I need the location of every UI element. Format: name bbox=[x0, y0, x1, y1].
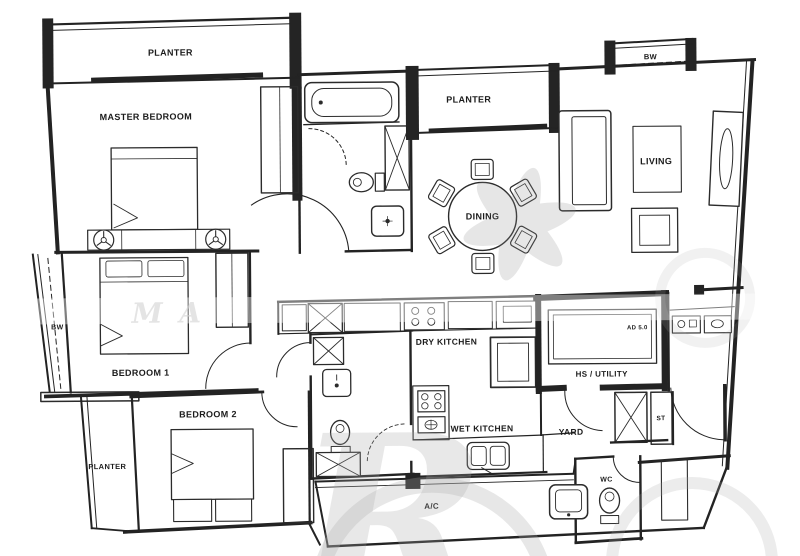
fridge bbox=[489, 336, 537, 389]
room-label-wc: WC bbox=[600, 477, 612, 484]
room-master-bedroom: MASTER BEDROOM bbox=[45, 84, 303, 255]
room-label-living: LIVING bbox=[640, 156, 672, 166]
utility-cabinet bbox=[547, 308, 658, 365]
kitchen-sink-icon bbox=[307, 302, 344, 334]
room-label-store: ST bbox=[656, 415, 665, 422]
bed-bedroom-1 bbox=[99, 256, 190, 355]
bed-bedroom-2 bbox=[170, 428, 255, 523]
shaft-icon bbox=[614, 391, 648, 444]
louvre-strip bbox=[660, 459, 689, 521]
room-label-planter-bottom-left: PLANTER bbox=[88, 462, 126, 471]
dining-chair bbox=[509, 178, 537, 207]
room-label-master-bedroom: MASTER BEDROOM bbox=[100, 111, 192, 122]
shower-tray-icon bbox=[315, 451, 362, 478]
watermark-swirl bbox=[655, 247, 756, 348]
watermark-logo bbox=[463, 167, 576, 281]
toilet-icon bbox=[598, 487, 621, 525]
single-burner-icon bbox=[417, 416, 446, 434]
room-master-bath bbox=[250, 69, 417, 254]
shower-icon bbox=[312, 336, 345, 366]
watermark-letter-m: M bbox=[131, 297, 164, 330]
bedroom2-door-arc bbox=[261, 391, 298, 428]
wardrobe-bedroom-1 bbox=[215, 252, 250, 328]
hob-icon bbox=[417, 390, 446, 413]
room-bathroom-2 bbox=[276, 329, 415, 480]
room-wet-kitchen: WET KITCHEN bbox=[412, 385, 548, 479]
room-yard: ST YARD bbox=[539, 390, 673, 445]
bay-window-top: BW bbox=[556, 37, 757, 75]
wc-door-arc bbox=[612, 456, 640, 483]
bedside-lamp-icon bbox=[205, 228, 227, 250]
foyer-divider-wall bbox=[694, 284, 744, 295]
sofa bbox=[558, 109, 613, 212]
room-label-dining: DINING bbox=[466, 211, 500, 221]
toilet-icon bbox=[348, 172, 385, 193]
dining-chair bbox=[428, 226, 456, 255]
shower-door-arc bbox=[308, 128, 347, 166]
dining-set: DINING bbox=[427, 158, 538, 275]
rug bbox=[632, 125, 682, 193]
bed-master bbox=[87, 146, 231, 251]
room-label-bedroom-2: BEDROOM 2 bbox=[179, 409, 237, 419]
dining-chair bbox=[471, 252, 495, 275]
planter-top-center: PLANTER bbox=[405, 62, 560, 140]
dining-table bbox=[447, 181, 518, 252]
hob-icon bbox=[403, 302, 445, 331]
room-bedroom-1: BEDROOM 1 bbox=[43, 251, 259, 399]
dining-chair bbox=[509, 225, 538, 254]
bedside-lamp-icon bbox=[93, 229, 115, 251]
wardrobe-master bbox=[259, 86, 300, 194]
room-label-planter-top-left: PLANTER bbox=[148, 47, 193, 57]
bathroom2-door-arc bbox=[276, 342, 311, 378]
basin-icon bbox=[370, 205, 405, 237]
watermark-swirl bbox=[605, 476, 778, 556]
master-door-arc bbox=[250, 193, 350, 252]
watermark: M A R bbox=[131, 167, 778, 556]
planter-bottom-left: PLANTER bbox=[79, 394, 127, 532]
dining-chair bbox=[427, 179, 456, 208]
watermark-letter-a: A bbox=[176, 296, 201, 329]
wardrobe-bedroom-2 bbox=[282, 447, 315, 524]
scan-artifact-band bbox=[0, 293, 800, 325]
store-closet: ST bbox=[650, 391, 673, 445]
room-bedroom-2: PLANTER BEDROOM 2 bbox=[79, 390, 322, 546]
planter-top-left: PLANTER bbox=[42, 12, 302, 89]
room-label-hs-utility: HS / UTILITY bbox=[576, 369, 629, 378]
basin-icon bbox=[322, 368, 352, 398]
room-wc: WC bbox=[548, 455, 689, 545]
bathtub-icon bbox=[303, 81, 400, 124]
bedroom1-door-arc bbox=[205, 342, 251, 389]
laundry-basin-icon bbox=[548, 483, 589, 520]
room-label-dry-kitchen: DRY KITCHEN bbox=[416, 336, 478, 346]
room-label-yard: YARD bbox=[559, 427, 584, 437]
hs-note-text: AD 5.0 bbox=[627, 325, 648, 331]
room-living: LIVING bbox=[558, 109, 744, 254]
room-label-bw-left: BW bbox=[51, 324, 63, 331]
room-label-bedroom-1: BEDROOM 1 bbox=[112, 368, 170, 378]
shoe-cabinet bbox=[671, 315, 732, 334]
sink-icon bbox=[466, 441, 510, 474]
armchair bbox=[630, 207, 679, 254]
hs-door-arc bbox=[564, 390, 603, 432]
room-label-planter-top-center: PLANTER bbox=[446, 94, 491, 104]
ac-ledge: A/C bbox=[314, 459, 729, 548]
entrance-door-arc bbox=[670, 387, 724, 441]
room-label-bw-top: BW bbox=[644, 52, 658, 61]
tv-console bbox=[708, 110, 744, 208]
shower-icon bbox=[384, 125, 411, 191]
entrance-foyer bbox=[637, 291, 735, 464]
watermark-swirl bbox=[309, 476, 556, 556]
bathroom2-screen-arc bbox=[366, 423, 405, 462]
room-hs-utility: AD 5.0 HS / UTILITY bbox=[533, 290, 670, 432]
watermark-letter-r: R bbox=[289, 384, 488, 556]
room-label-wet-kitchen: WET KITCHEN bbox=[451, 423, 514, 433]
dining-chair bbox=[470, 158, 494, 181]
room-label-ac: A/C bbox=[424, 502, 439, 511]
